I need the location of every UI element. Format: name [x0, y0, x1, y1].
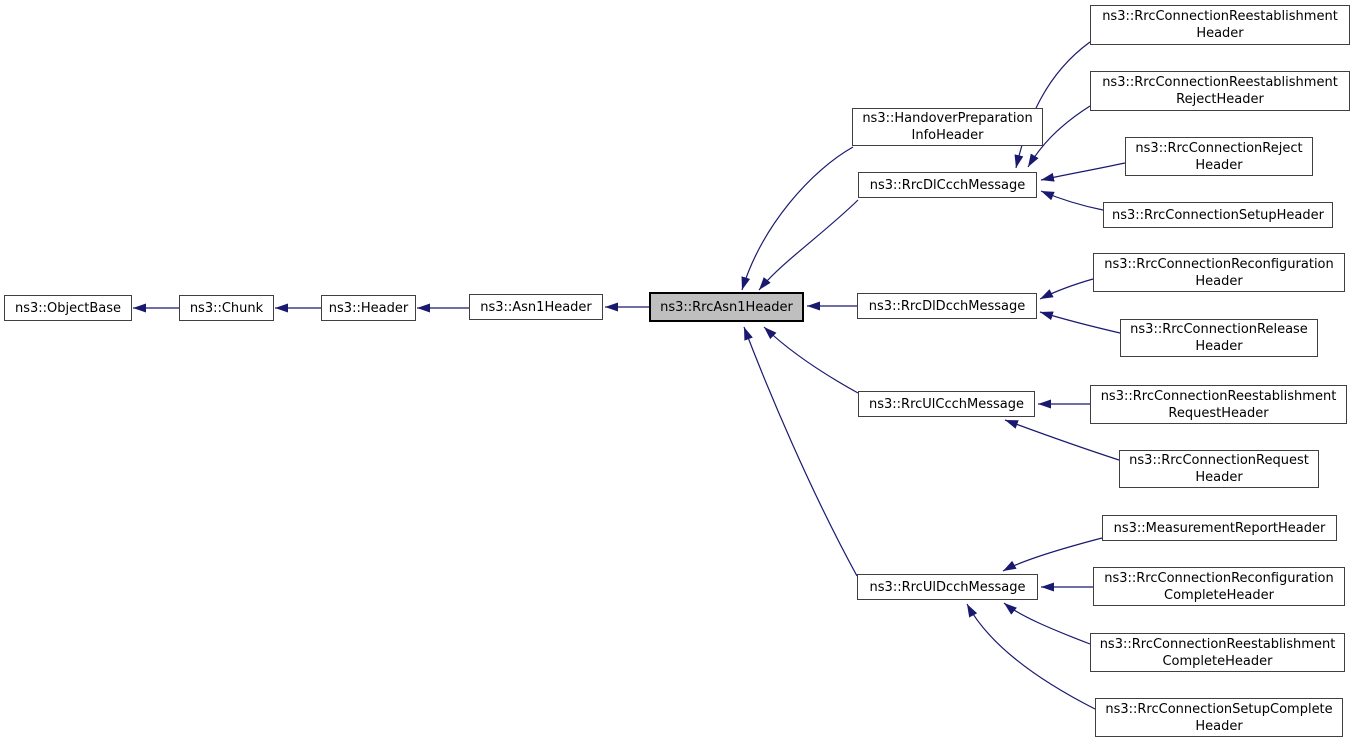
node-ns3-rrcconnectionreestablishmentheader[interactable]: ns3::RrcConnectionReestablishment Header — [1090, 5, 1350, 45]
edge-rrcconnectionsetupcompleteheader-to-rrculdcchmessage — [966, 603, 1096, 710]
node-ns3-rrcconnectionreconfigurationcompleteheader[interactable]: ns3::RrcConnectionReconfiguration Comple… — [1093, 567, 1345, 606]
node-ns3-rrcconnectionrequestheader[interactable]: ns3::RrcConnectionRequest Header — [1119, 450, 1319, 488]
edge-rrcconnectionreestablishmentrejectheader-to-rrcdlccchmessage — [1027, 105, 1091, 168]
node-ns3-rrcconnectionreestablishmentrequestheader[interactable]: ns3::RrcConnectionReestablishment Reques… — [1090, 385, 1347, 424]
node-ns3-measurementreportheader[interactable]: ns3::MeasurementReportHeader — [1102, 515, 1337, 541]
node-ns3-objectbase[interactable]: ns3::ObjectBase — [4, 295, 132, 321]
node-ns3-rrcconnectionsetupheader[interactable]: ns3::RrcConnectionSetupHeader — [1103, 202, 1333, 228]
edge-rrcconnectionreestablishmentheader-to-rrcdlccchmessage — [1014, 41, 1091, 169]
edge-rrcconnectionreestablishmentcompleteheader-to-rrculdcchmessage — [1003, 602, 1091, 645]
node-ns3-rrcconnectionreconfigurationheader[interactable]: ns3::RrcConnectionReconfiguration Header — [1093, 253, 1345, 292]
edge-rrcconnectionrequestheader-to-rrculccchmessage — [1004, 419, 1120, 461]
node-ns3-header[interactable]: ns3::Header — [321, 295, 416, 321]
node-ns3-rrcdldcchmessage[interactable]: ns3::RrcDlDcchMessage — [857, 293, 1037, 319]
node-ns3-rrcconnectionreestablishmentrejectheader[interactable]: ns3::RrcConnectionReestablishment Reject… — [1090, 71, 1350, 111]
node-ns3-rrculccchmessage[interactable]: ns3::RrcUlCcchMessage — [858, 391, 1035, 417]
edge-rrcconnectionrejectheader-to-rrcdlccchmessage — [1040, 162, 1126, 182]
node-ns3-rrcconnectionreestablishmentcompleteheader[interactable]: ns3::RrcConnectionReestablishment Comple… — [1090, 633, 1345, 672]
edge-handoverpreparationinfoheader-to-rrcasn1header — [741, 146, 854, 291]
node-ns3-rrcconnectionreleaseheader[interactable]: ns3::RrcConnectionRelease Header — [1120, 319, 1318, 357]
edge-rrcconnectionsetupheader-to-rrcdlccchmessage — [1040, 190, 1104, 211]
node-ns3-rrcasn1header: ns3::RrcAsn1Header — [649, 292, 804, 322]
edge-measurementreportheader-to-rrculdcchmessage — [1002, 537, 1103, 572]
edge-rrcconnectionreleaseheader-to-rrcdldcchmessage — [1039, 311, 1121, 334]
node-ns3-rrcconnectionrejectheader[interactable]: ns3::RrcConnectionReject Header — [1125, 137, 1313, 176]
edge-rrculdcchmessage-to-rrcasn1header — [743, 326, 858, 577]
node-ns3-asn1header[interactable]: ns3::Asn1Header — [469, 294, 603, 320]
edge-rrcconnectionreconfigurationheader-to-rrcdldcchmessage — [1039, 278, 1094, 300]
node-ns3-rrcdlccchmessage[interactable]: ns3::RrcDlCcchMessage — [858, 172, 1037, 198]
node-ns3-chunk[interactable]: ns3::Chunk — [179, 295, 274, 321]
edge-rrcdlccchmessage-to-rrcasn1header — [758, 199, 859, 291]
node-ns3-rrcconnectionsetupcompleteheader[interactable]: ns3::RrcConnectionSetupComplete Header — [1095, 698, 1343, 737]
edge-rrculccchmessage-to-rrcasn1header — [763, 326, 859, 394]
node-ns3-handoverpreparationinfoheader[interactable]: ns3::HandoverPreparation InfoHeader — [852, 108, 1043, 146]
node-ns3-rrculdcchmessage[interactable]: ns3::RrcUlDcchMessage — [857, 574, 1038, 600]
